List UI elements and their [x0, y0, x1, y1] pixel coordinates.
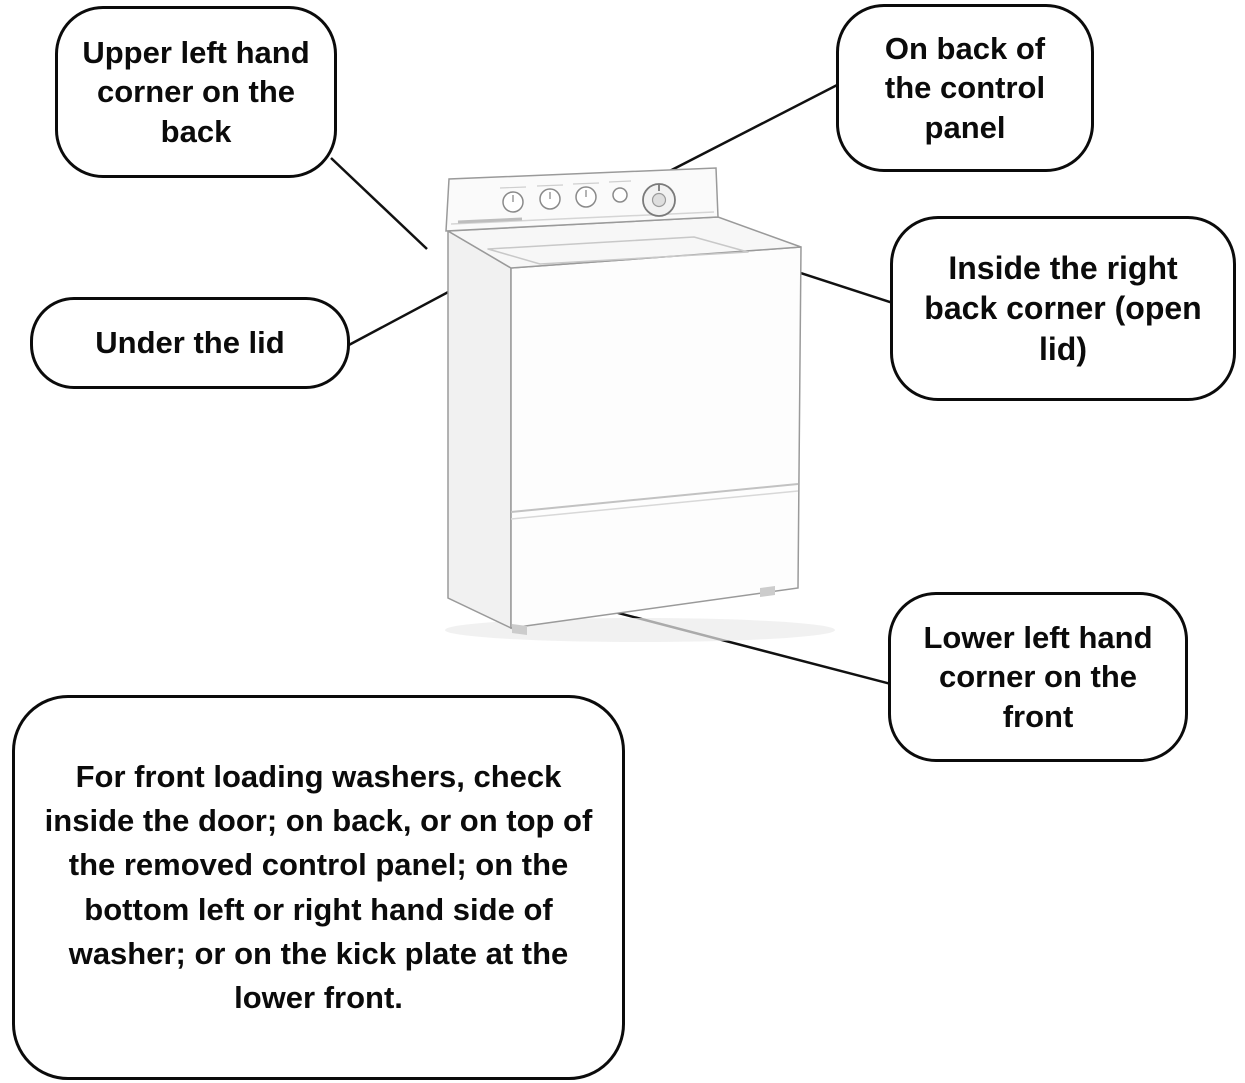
callout-inside-right-back: Inside the right back corner (open lid) [890, 216, 1236, 401]
callout-under-lid: Under the lid [30, 297, 350, 389]
control-knobs [502, 183, 676, 217]
washer-foot [760, 586, 775, 597]
washer-left-side [447, 229, 512, 630]
kick-plate-seam [510, 483, 799, 513]
callout-lower-left-front: Lower left hand corner on the front [888, 592, 1188, 762]
washer-lid-seam [487, 236, 749, 265]
washer-foot [512, 624, 527, 635]
brand-label-mark [457, 217, 523, 224]
kick-plate-seam-2 [510, 490, 799, 520]
washer-front-panel [510, 246, 802, 629]
washer-illustration [445, 167, 835, 642]
callout-front-loading-note: For front loading washers, check inside … [12, 695, 625, 1080]
connector-line-upper-left-back [330, 157, 428, 250]
control-panel-baseline [450, 211, 715, 225]
callout-back-control-panel: On back of the control panel [836, 4, 1094, 172]
callout-upper-left-back: Upper left hand corner on the back [55, 6, 337, 178]
panel-markings [499, 180, 632, 189]
knob-icon [612, 187, 628, 203]
